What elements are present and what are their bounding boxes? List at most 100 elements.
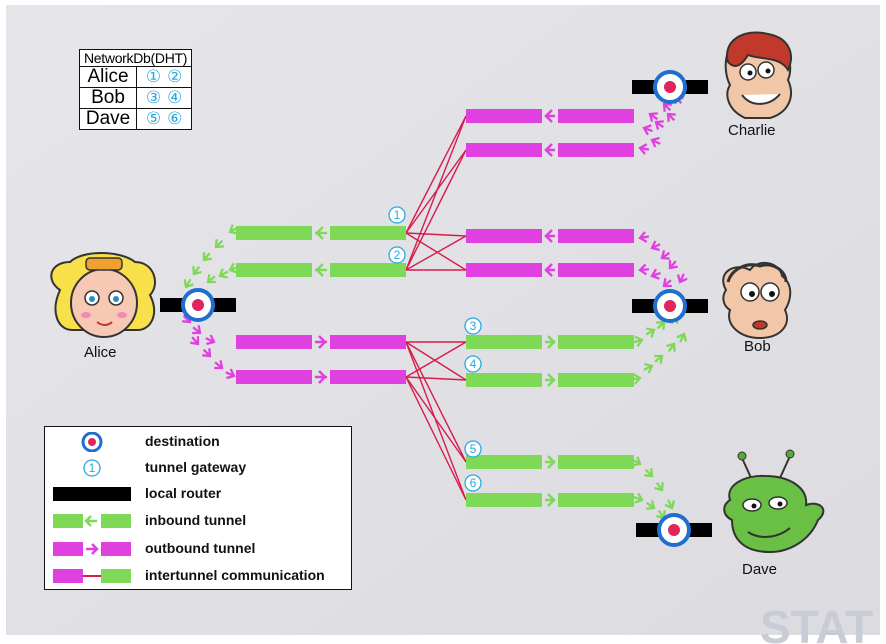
inbound-arrow: [315, 263, 324, 277]
hop-arrow: [654, 120, 665, 130]
dht-row-name: Bob: [78, 87, 138, 109]
bob-inbound-tunnel-2: [466, 373, 634, 387]
gateway-ref: ⑤: [145, 109, 162, 128]
gateway-ref: ④: [167, 88, 183, 107]
tunnels: [236, 109, 634, 507]
hop-arrow: [666, 112, 676, 122]
outbound-arrow: [318, 335, 327, 349]
tunnel-segment: [236, 226, 312, 240]
intertunnel-line: [405, 376, 467, 501]
tunnel-gateway-number: 1: [394, 208, 401, 222]
charlie-outbound-tunnel-1: [466, 109, 634, 123]
legend-label: outbound tunnel: [145, 540, 256, 556]
hop-arrow: [183, 278, 194, 289]
alice-outbound-tunnel-1: [236, 335, 406, 349]
tunnel-gateway-number: 2: [394, 248, 401, 262]
intertunnel-line: [405, 341, 467, 381]
hop-arrow: [666, 342, 676, 353]
tunnel-segment: [558, 335, 634, 349]
bob-label: Bob: [744, 338, 771, 355]
legend-label: local router: [145, 485, 222, 501]
intertunnel-line: [405, 341, 467, 501]
tunnel-gateway-icon: [464, 474, 482, 492]
inbound-arrow: [315, 226, 324, 240]
tunnel-segment: [466, 143, 542, 157]
bob-outbound-tunnel-1: [466, 229, 634, 243]
hop-arrow: [192, 325, 202, 335]
hop-arrow: [676, 332, 688, 343]
hop-arrow: [662, 278, 672, 288]
routers: [160, 70, 712, 547]
bob-outbound-hops: [638, 231, 688, 288]
charlie-router: [632, 70, 708, 104]
tunnel-gateway-6: 6: [464, 474, 482, 492]
tunnel-segment: [558, 109, 634, 123]
hop-arrow: [205, 334, 216, 346]
tunnel-segment: [236, 335, 312, 349]
tunnel-segment: [558, 143, 634, 157]
intertunnel-line: [405, 235, 467, 271]
intertunnel-line: [405, 341, 467, 378]
gateway-ref: ⑥: [167, 109, 183, 128]
hop-arrow: [638, 263, 650, 276]
legend-label: intertunnel communication: [145, 567, 325, 583]
intertunnel-line: [405, 115, 467, 234]
legend-outbound-tunnel: outbound tunnel: [45, 536, 351, 562]
hop-arrow: [228, 224, 239, 235]
dave-inbound-tunnel-2: [466, 493, 634, 507]
destination-core: [668, 524, 680, 536]
inbound-arrow: [544, 109, 553, 123]
hop-arrow: [642, 124, 653, 136]
tunnel-segment: [236, 263, 312, 277]
local-router-icon: [53, 487, 131, 501]
alice-inbound-hops-2: [206, 262, 239, 284]
hop-arrow: [190, 336, 200, 346]
dave-router: [636, 513, 712, 547]
tunnel-segment: [466, 335, 542, 349]
inbound-tunnel-icon: [53, 514, 131, 528]
charlie-label: Charlie: [728, 122, 776, 139]
gateway-number: 1: [89, 461, 96, 475]
hop-arrow: [654, 481, 664, 492]
tunnel-segment: [330, 370, 406, 384]
destination-core: [664, 81, 676, 93]
alice-inbound-hops: [183, 224, 239, 289]
hop-arrow: [660, 250, 671, 260]
hop-arrow: [650, 268, 661, 280]
hop-arrow: [664, 499, 676, 510]
inbound-arrow: [544, 143, 553, 157]
outbound-arrow: [547, 335, 556, 349]
legend-label: destination: [145, 433, 220, 449]
dave-label: Dave: [742, 561, 777, 578]
tunnel-gateway-icon: 1: [83, 459, 101, 477]
legend-label: tunnel gateway: [145, 459, 247, 475]
dht-row-name: Dave: [78, 108, 138, 130]
tunnel-gateway-icon: [464, 317, 482, 335]
legend-label: inbound tunnel: [145, 512, 247, 528]
tunnel-gateway-number: 3: [470, 319, 477, 333]
hop-arrow: [631, 456, 642, 467]
legend-tunnel-gateway: 1 tunnel gateway: [45, 455, 351, 481]
hop-arrow: [638, 231, 650, 243]
tunnel-segment: [558, 455, 634, 469]
hop-arrow: [633, 335, 644, 348]
legend: destination 1 tunnel gateway local route…: [44, 426, 352, 590]
hop-arrow: [638, 143, 650, 155]
bob-router: [632, 289, 708, 323]
hop-arrow: [650, 136, 661, 148]
watermark: STAT: [760, 601, 873, 644]
gateway-ref: ①: [145, 67, 162, 86]
hop-arrow: [630, 373, 642, 385]
outbound-arrow: [318, 370, 327, 384]
destination-core: [664, 300, 676, 312]
destination-icon: [81, 432, 103, 452]
tunnel-gateway-5: 5: [464, 440, 482, 458]
tunnel-gateway-4: 4: [464, 355, 482, 373]
tunnel-gateway-icon: [388, 206, 406, 224]
tunnel-segment: [558, 263, 634, 277]
alice-inbound-tunnel-2: [236, 263, 406, 277]
tunnel-gateway-icon: [388, 246, 406, 264]
